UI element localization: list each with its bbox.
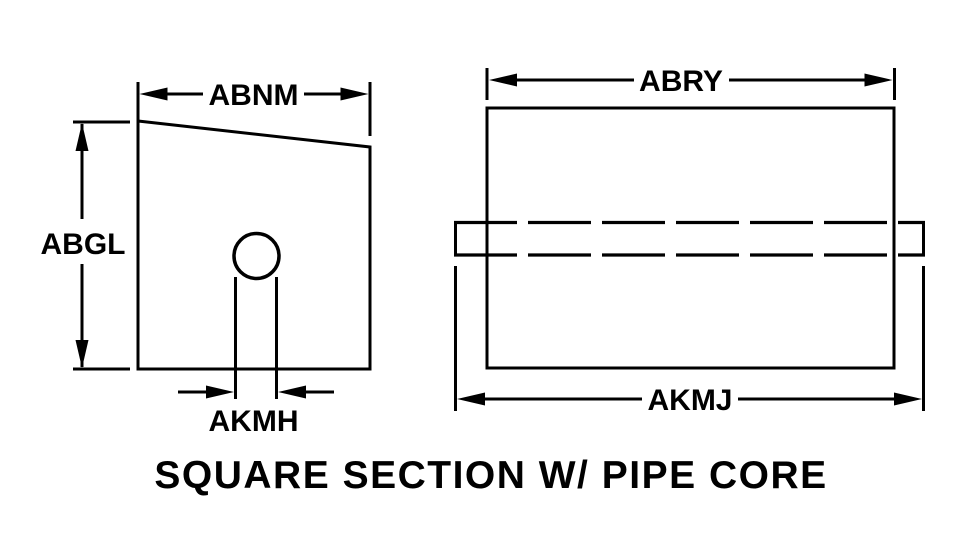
dim-label-abry: ABRY bbox=[639, 65, 723, 98]
left-arrowhead-icon bbox=[489, 73, 517, 87]
right-arrowhead-icon bbox=[864, 73, 893, 87]
dim-label-akmh: AKMH bbox=[209, 405, 299, 438]
left-arrowhead-icon bbox=[139, 87, 168, 101]
front-view-outline bbox=[136, 119, 372, 371]
front-view: ABNM ABGL AKMH bbox=[41, 79, 372, 438]
right-arrowhead-icon bbox=[206, 385, 234, 399]
left-arrowhead-icon bbox=[457, 392, 485, 406]
right-arrowhead-icon bbox=[340, 87, 369, 101]
dim-akmj: AKMJ bbox=[454, 266, 925, 417]
dim-abgl: ABGL bbox=[41, 120, 130, 371]
right-arrowhead-icon bbox=[894, 392, 922, 406]
dim-label-akmj: AKMJ bbox=[647, 384, 732, 417]
pipe-core-circle bbox=[232, 231, 281, 281]
dim-akmh: AKMH bbox=[178, 385, 334, 438]
dim-label-abgl: ABGL bbox=[41, 228, 126, 261]
left-arrowhead-icon bbox=[278, 385, 306, 399]
dim-abnm: ABNM bbox=[136, 79, 372, 140]
side-view-outline bbox=[485, 106, 896, 370]
down-arrowhead-icon bbox=[75, 340, 89, 368]
dim-abry: ABRY bbox=[485, 65, 896, 100]
up-arrowhead-icon bbox=[75, 123, 89, 151]
dim-label-abnm: ABNM bbox=[209, 79, 299, 112]
drawing-title: SQUARE SECTION W/ PIPE CORE bbox=[154, 454, 827, 497]
side-view: ABRY AKMJ bbox=[454, 65, 925, 417]
